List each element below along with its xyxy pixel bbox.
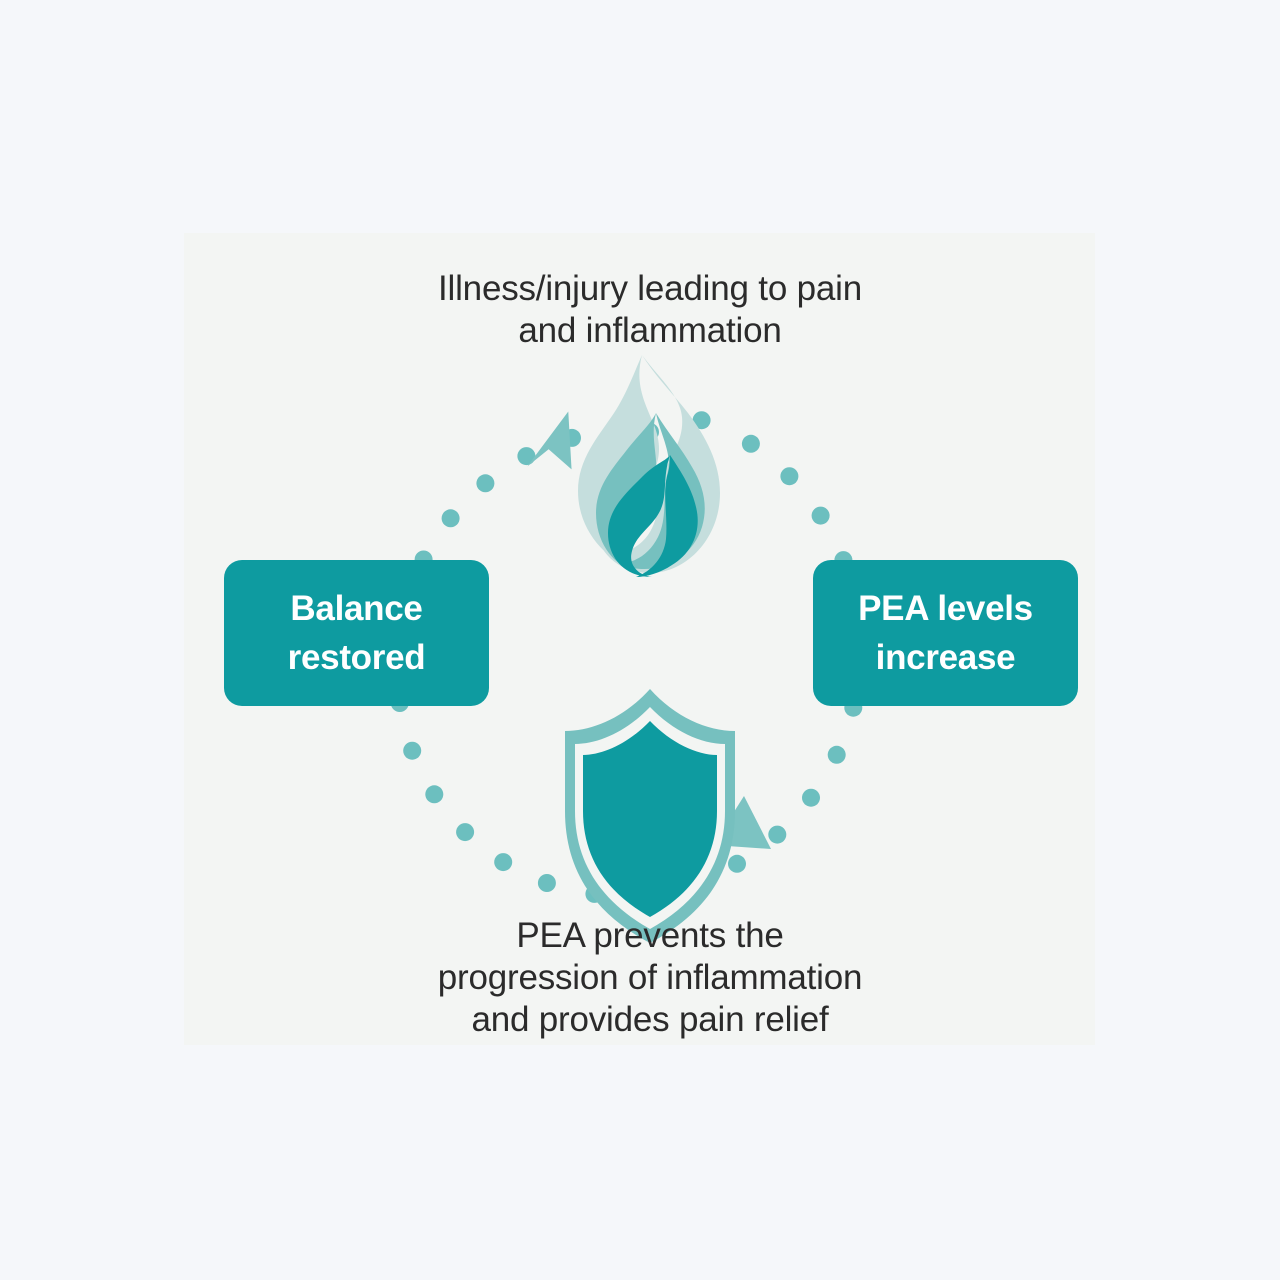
arrow-head-upper-left xyxy=(527,411,572,470)
cycle-graphics xyxy=(388,355,870,943)
shield-icon xyxy=(565,689,735,943)
flame-icon xyxy=(578,355,720,577)
node-balance-restored[interactable]: Balance restored xyxy=(224,560,489,706)
node-pea-levels-increase[interactable]: PEA levels increase xyxy=(813,560,1078,706)
node-balance-restored-label: Balance restored xyxy=(287,589,426,677)
node-pea-levels-increase-label: PEA levels increase xyxy=(858,589,1033,677)
caption-bottom: PEA prevents the progression of inflamma… xyxy=(437,916,863,1039)
caption-top: Illness/injury leading to pain and infla… xyxy=(438,269,862,350)
